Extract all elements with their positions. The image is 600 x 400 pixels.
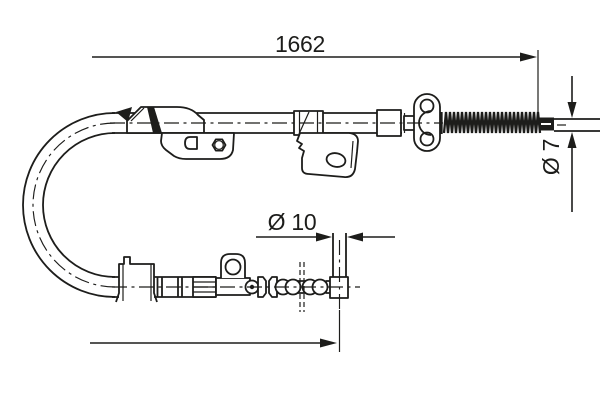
- upper-diameter-label: Ø 7: [538, 139, 564, 175]
- clamp-bracket: [115, 256, 158, 303]
- dimension-overall-length: 1662: [92, 31, 539, 122]
- eyelet-hole: [224, 258, 242, 276]
- loop-outer-edge: [22, 112, 116, 298]
- arrowhead-right-icon: [520, 52, 537, 62]
- lower-diameter-label: Ø 10: [268, 209, 317, 235]
- arrowhead-right-icon: [316, 232, 332, 242]
- cover-fold-wedge: [116, 107, 132, 122]
- upper-cable-run: [110, 93, 600, 178]
- dimension-bottom-reference: [90, 310, 341, 352]
- loop-inner-edge: [42, 132, 116, 278]
- cover-dark-band: [147, 107, 162, 133]
- arrowhead-right-icon: [320, 338, 337, 348]
- dimension-lower-diameter: Ø 10: [256, 209, 395, 242]
- dimension-upper-diameter: Ø 7: [538, 76, 577, 212]
- bracket-oval-hole: [325, 152, 347, 168]
- barrel-right: [268, 276, 278, 298]
- flange-hole-top: [419, 98, 435, 114]
- overall-length-label: 1662: [275, 31, 325, 57]
- bracket-edge-line: [350, 140, 354, 169]
- hex-nut-circle: [214, 140, 224, 150]
- arrowhead-left-icon: [347, 232, 363, 242]
- cover-fold-line: [130, 107, 145, 122]
- coil-spring: [442, 111, 542, 134]
- loop-centerline: [32, 122, 116, 288]
- arrowhead-down-icon: [567, 102, 577, 118]
- clamp-fill: [119, 264, 154, 302]
- arrowhead-up-icon: [567, 132, 577, 148]
- lower-cable-run: [112, 233, 360, 312]
- upper-bracket-cover: [126, 106, 205, 134]
- plate-slot: [184, 136, 198, 150]
- cable-loop: [22, 112, 116, 298]
